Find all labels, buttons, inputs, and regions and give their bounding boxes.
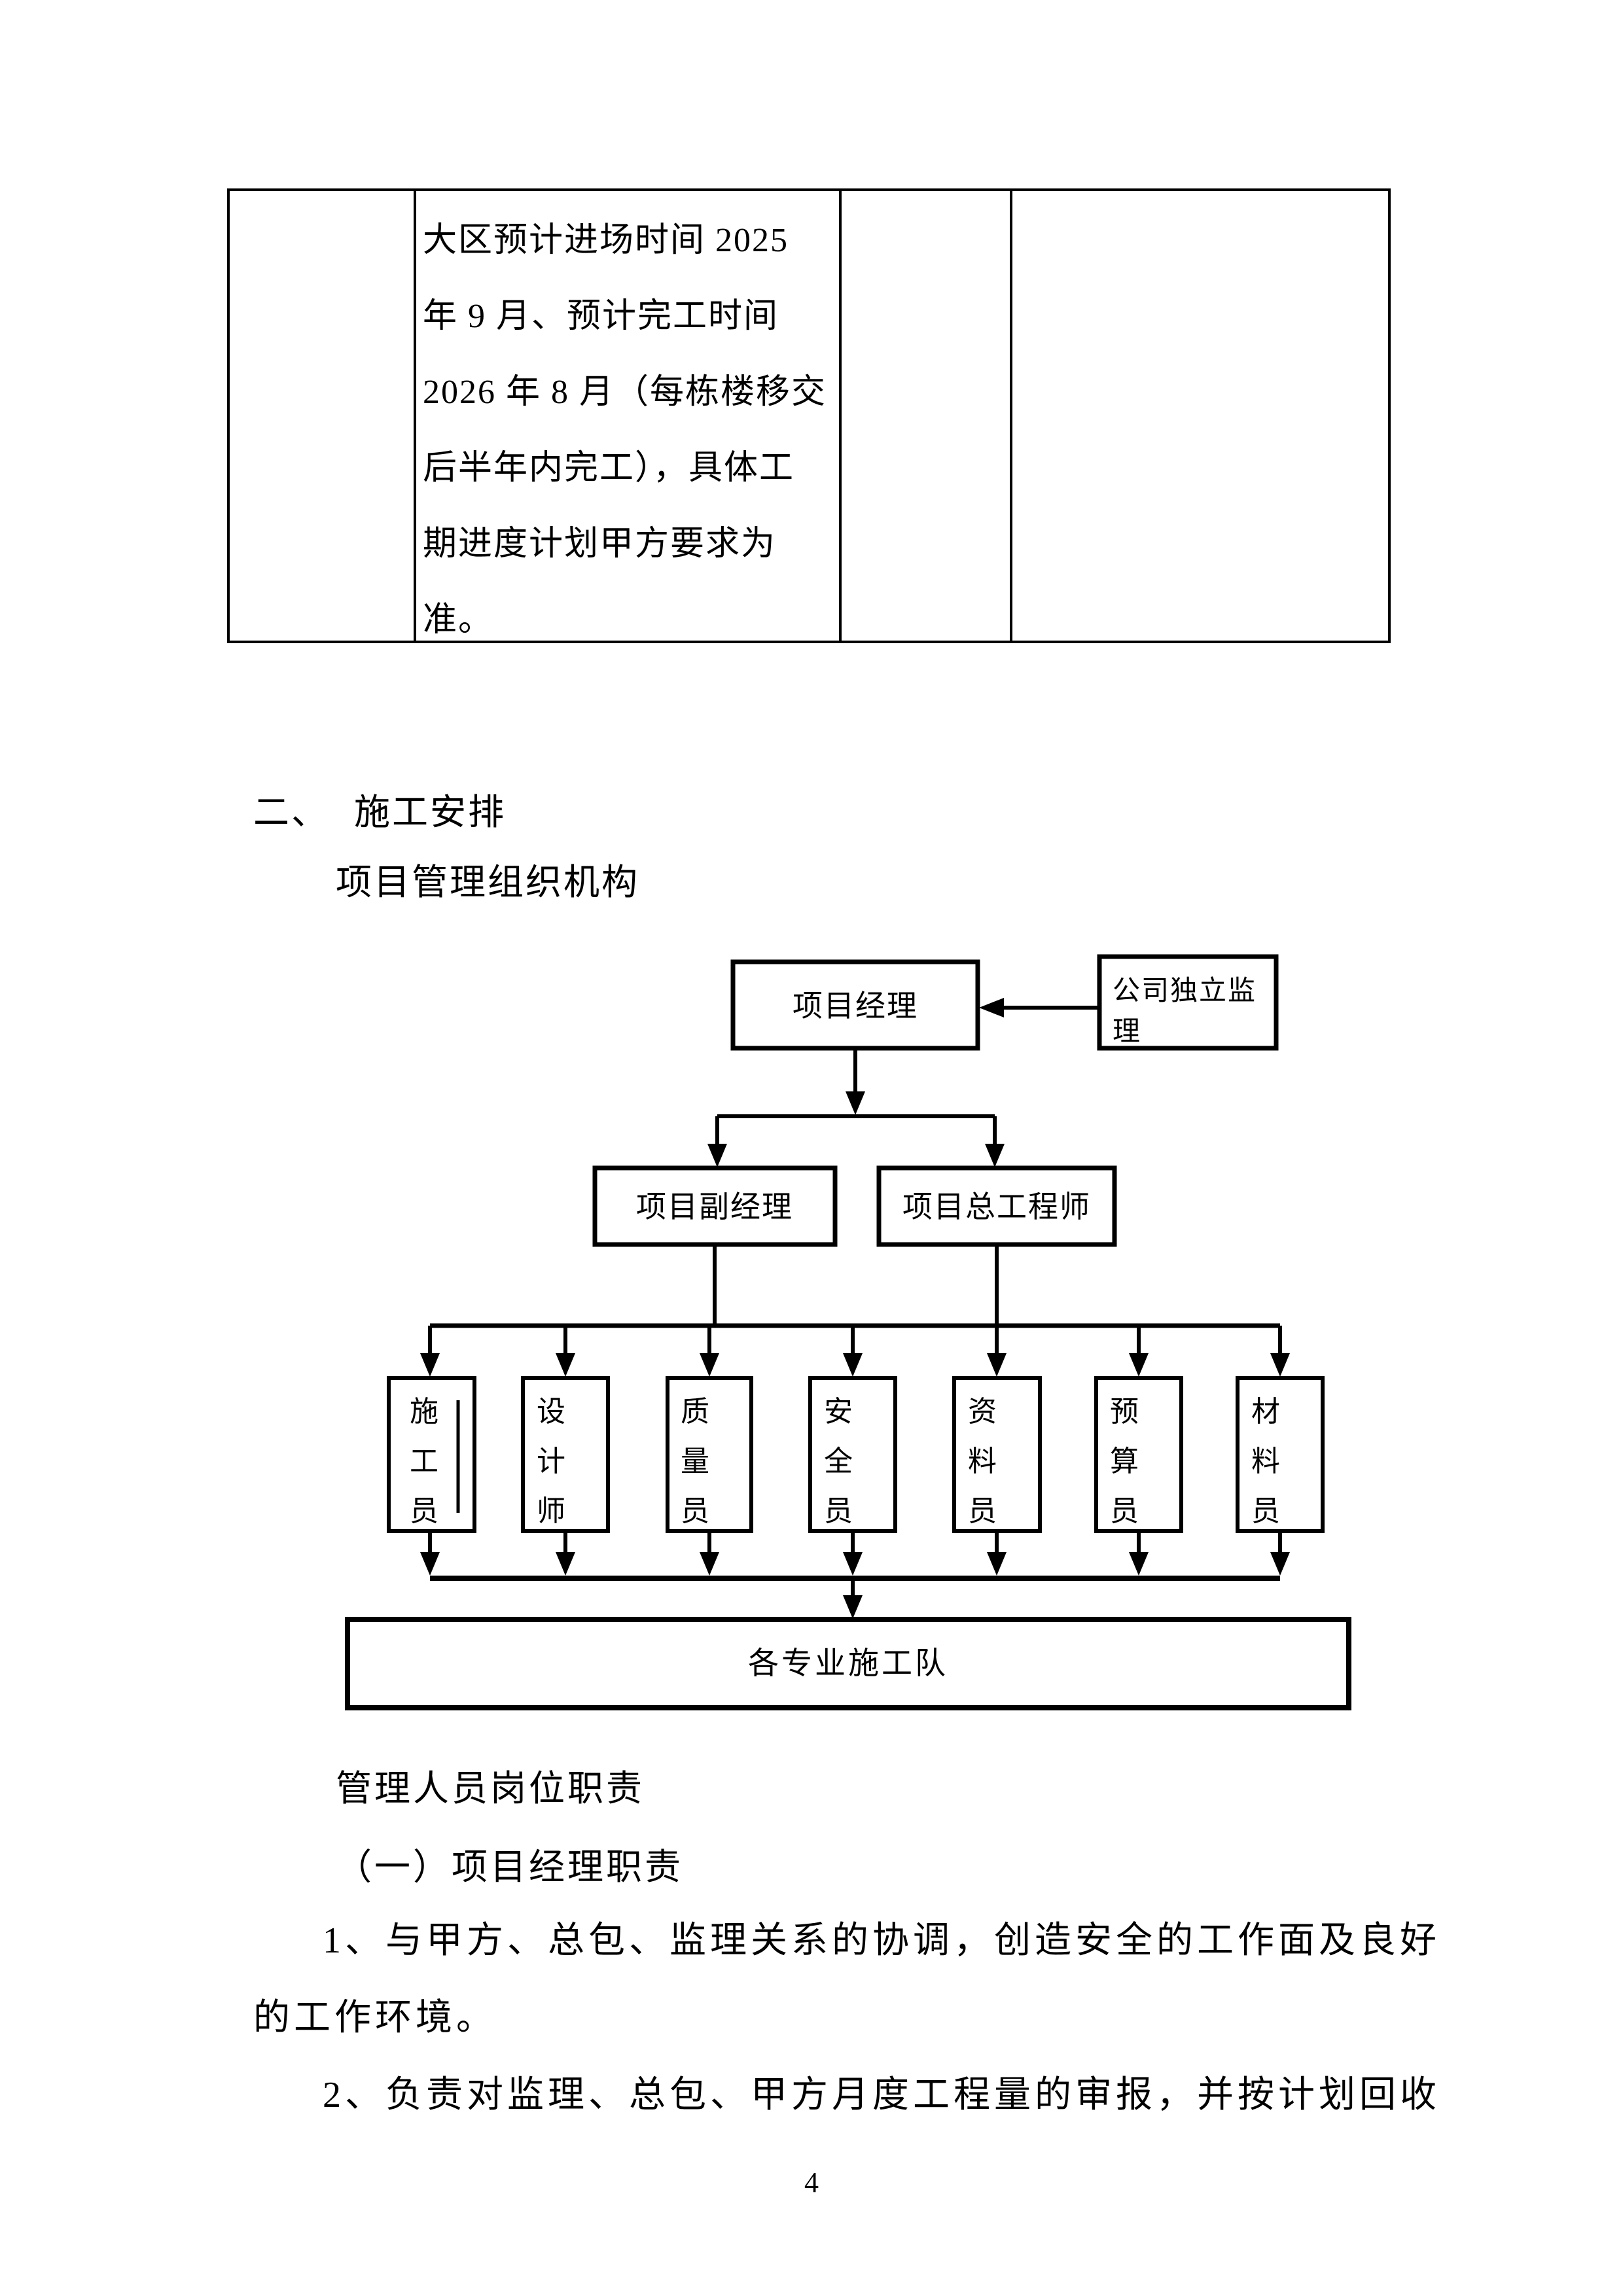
sub-heading: 项目管理组织机构 bbox=[336, 862, 640, 902]
org-chart: 项目经理 公司独立监 理 项目副经理 项目总工程师 施工员 设计师 质量员 安全… bbox=[345, 954, 1351, 1710]
schedule-line: 大区预计进场时间 2025 bbox=[423, 222, 789, 259]
schedule-line: 后半年内完工），具体工 bbox=[423, 450, 795, 487]
table-column-divider bbox=[839, 191, 842, 641]
schedule-line: 年 9 月、预计完工时间 bbox=[423, 298, 779, 335]
duties-title: 管理人员岗位职责 bbox=[336, 1769, 645, 1809]
staff-box-ziliaoyuan bbox=[952, 1376, 1042, 1533]
chief-engineer-box bbox=[876, 1165, 1117, 1247]
staff-box-yusuanyuan bbox=[1094, 1376, 1183, 1533]
collector-drop-lines bbox=[428, 1531, 1282, 1556]
staff-label: 资料员 bbox=[968, 1396, 997, 1527]
independent-supervision-label-line1: 公司独立监 bbox=[1113, 976, 1257, 1006]
schedule-line: 准。 bbox=[423, 601, 494, 639]
chief-engineer-label: 项目总工程师 bbox=[902, 1190, 1091, 1224]
staff-drop-arrows bbox=[428, 1326, 1282, 1356]
section-heading: 二、施工安排 bbox=[253, 783, 506, 835]
staff-box-cailiaoyuan bbox=[1236, 1376, 1325, 1533]
project-manager-label: 项目经理 bbox=[793, 989, 918, 1023]
section-title: 施工安排 bbox=[354, 792, 507, 832]
staff-box-zhiliangyuan bbox=[666, 1376, 753, 1533]
arrow-down-icon bbox=[985, 1144, 1005, 1167]
staff-label: 设计师 bbox=[537, 1396, 565, 1527]
body-line: 2、负责对监理、总包、甲方月度工程量的审报，并按计划回收 bbox=[323, 2075, 1440, 2115]
table-column-divider bbox=[414, 191, 416, 641]
body-line: 的工作环境。 bbox=[253, 1998, 497, 2038]
deputy-manager-box bbox=[592, 1165, 838, 1247]
body-line: 1、与甲方、总包、监理关系的协调，创造安全的工作面及良好 bbox=[323, 1920, 1440, 1961]
staff-arrow-heads bbox=[420, 1353, 1290, 1377]
schedule-line: 期进度计划甲方要求为 bbox=[423, 525, 777, 563]
page-number: 4 bbox=[804, 2166, 819, 2199]
deputy-manager-label: 项目副经理 bbox=[636, 1190, 793, 1224]
arrow-down-icon bbox=[846, 1091, 865, 1115]
item1-title: （一）项目经理职责 bbox=[336, 1847, 684, 1887]
section-number: 二、 bbox=[253, 792, 330, 832]
staff-label: 质量员 bbox=[681, 1396, 709, 1527]
independent-supervision-box bbox=[1097, 954, 1279, 1051]
project-manager-box bbox=[730, 959, 980, 1051]
table-column-divider bbox=[1010, 191, 1012, 641]
staff-label: 安全员 bbox=[824, 1396, 853, 1527]
construction-teams-label: 各专业施工队 bbox=[748, 1647, 948, 1681]
staff-box-shejishi bbox=[521, 1376, 610, 1533]
schedule-cell: 大区预计进场时间 2025 年 9 月、预计完工时间 2026 年 8 月（每栋… bbox=[423, 203, 847, 658]
collector-arrow-heads bbox=[420, 1552, 1290, 1576]
arrow-down-icon bbox=[707, 1144, 727, 1167]
schedule-line: 2026 年 8 月（每栋楼移交 bbox=[423, 374, 827, 411]
staff-box-anquanyuan bbox=[808, 1376, 897, 1533]
independent-supervision-label-line2: 理 bbox=[1113, 1017, 1141, 1047]
arrow-left-icon bbox=[979, 998, 1004, 1017]
staff-label: 材料员 bbox=[1251, 1396, 1280, 1527]
staff-box-shigongyuan bbox=[387, 1376, 476, 1533]
staff-label: 施工员 bbox=[410, 1396, 438, 1527]
construction-teams-box bbox=[345, 1617, 1351, 1710]
schedule-table: 大区预计进场时间 2025 年 9 月、预计完工时间 2026 年 8 月（每栋… bbox=[227, 188, 1391, 643]
arrow-down-icon bbox=[843, 1595, 863, 1619]
staff-label: 预算员 bbox=[1110, 1396, 1139, 1527]
